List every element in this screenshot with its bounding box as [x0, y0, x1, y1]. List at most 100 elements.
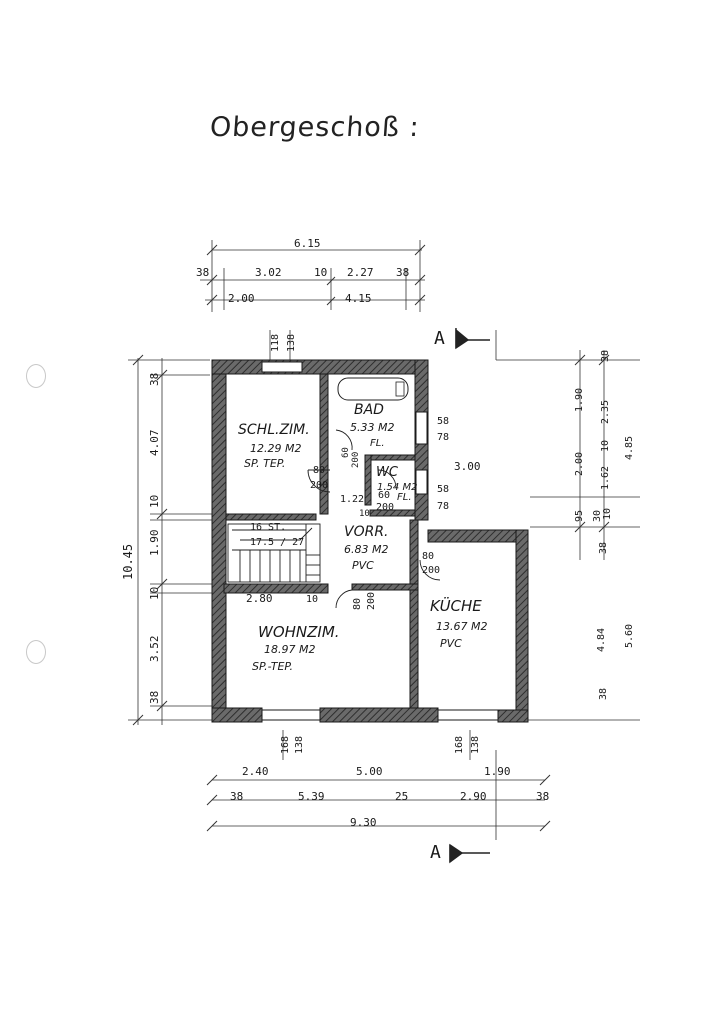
dim-top-a-1: 38: [196, 266, 209, 279]
room-wc: WC 1.54 M2 FL.: [376, 465, 417, 503]
dim-right-6: 2.00: [574, 452, 585, 476]
dim-right-3: 2.35: [600, 400, 611, 424]
dim-left-1: 38: [148, 373, 161, 386]
dim-top-a-4: 2.27: [347, 266, 374, 279]
windows: [261, 361, 499, 721]
top-dimensions: 6.15 38 3.02 10 2.27 38 2.00 4.15 118 13…: [196, 237, 409, 352]
dim-bottom-b-1: 38: [230, 790, 243, 803]
dim-wc-window-2: 78: [437, 501, 449, 512]
dim-wohn-wall: 10: [306, 594, 318, 605]
room-floor: PVC: [352, 559, 374, 572]
dim-top-window-1: 118: [270, 334, 281, 352]
doors: [307, 429, 441, 609]
room-area: 18.97 M2: [264, 643, 315, 656]
dim-right-lower-1: 4.84: [596, 628, 607, 652]
room-name: WC: [376, 465, 399, 480]
dim-corr-wall: 10: [359, 509, 370, 519]
dim-top-b-1: 2.00: [228, 292, 255, 305]
stair-steps: 16 ST.: [250, 522, 286, 533]
dim-bottom-window-3: 168: [454, 736, 465, 754]
dim-right-lower-2: 5.60: [624, 624, 635, 648]
dim-door-wohn-1: 80: [352, 598, 363, 610]
dim-left-5: 10: [148, 587, 161, 600]
room-area: 13.67 M2: [436, 620, 487, 633]
stair-label: 16 ST. 17.5 / 27: [250, 522, 304, 548]
dim-top-total: 6.15: [294, 237, 321, 250]
room-floor: FL.: [370, 438, 385, 449]
dim-right-8: 95: [574, 510, 585, 522]
dim-right-7: 1.62: [600, 466, 611, 490]
dim-door-schlaf-1: 80: [313, 465, 325, 476]
dim-bottom-a-3: 1.90: [484, 765, 511, 778]
room-bad: BAD 5.33 M2 FL.: [350, 402, 394, 449]
dim-right-9: 30: [592, 510, 603, 522]
room-name: SCHL.ZIM.: [238, 422, 310, 438]
room-kueche: KÜCHE 13.67 M2 PVC: [430, 596, 487, 650]
room-area: 5.33 M2: [350, 421, 394, 434]
room-name: BAD: [354, 402, 384, 418]
room-floor: SP.-TEP.: [252, 660, 293, 673]
dimension-ticks: [132, 244, 610, 832]
dim-corr-width: 1.22: [340, 494, 364, 505]
dim-door-bad-2: 200: [351, 452, 361, 468]
dim-right-11: 38: [598, 542, 609, 554]
dim-top-b-2: 4.15: [345, 292, 372, 305]
section-marker-a-bottom: [449, 843, 490, 864]
dim-bottom-window-2: 138: [294, 736, 305, 754]
dim-left-7: 38: [148, 691, 161, 704]
dim-bath-window-1: 58: [437, 416, 449, 427]
dim-bottom-b-5: 38: [536, 790, 549, 803]
dim-top-window-2: 138: [286, 334, 297, 352]
room-vorraum: VORR. 6.83 M2 PVC: [344, 524, 389, 572]
section-label-bottom: A: [430, 842, 441, 863]
dim-left-4: 1.90: [148, 530, 161, 557]
dim-door-wc-1: 60: [378, 490, 390, 501]
dim-top-a-5: 38: [396, 266, 409, 279]
interior-dimensions: 58 78 58 78 3.00 80 200 60 200 60 200 80…: [246, 416, 481, 610]
dim-left-6: 3.52: [148, 636, 161, 663]
bathtub-drain: [395, 381, 405, 397]
dim-bottom-b-3: 25: [395, 790, 408, 803]
room-name: VORR.: [344, 524, 389, 540]
dim-bath-window-2: 78: [437, 432, 449, 443]
room-area: 1.54 M2: [377, 482, 417, 493]
dim-bottom-a-1: 2.40: [242, 765, 269, 778]
dim-door-bad-1: 60: [341, 447, 351, 458]
room-name: KÜCHE: [430, 596, 482, 615]
room-floor: PVC: [440, 637, 462, 650]
dim-right-lower-3: 38: [598, 688, 609, 700]
dim-wohn-width: 2.80: [246, 592, 273, 605]
room-wohnzimmer: WOHNZIM. 18.97 M2 SP.-TEP.: [252, 623, 340, 673]
dim-right-10: 10: [602, 508, 613, 520]
dim-right-2: 1.90: [574, 388, 585, 412]
room-floor: SP. TEP.: [244, 457, 285, 470]
dim-door-wohn-2: 200: [366, 592, 377, 610]
dim-top-a-3: 10: [314, 266, 327, 279]
stair-ratio: 17.5 / 27: [250, 537, 304, 548]
punch-hole-bottom: [26, 640, 46, 664]
dim-top-a-2: 3.02: [255, 266, 282, 279]
dim-door-wc-2: 200: [376, 502, 394, 513]
section-label-top: A: [434, 328, 445, 349]
dim-door-vorr-1: 80: [422, 551, 434, 562]
room-schlafzimmer: SCHL.ZIM. 12.29 M2 SP. TEP.: [238, 422, 310, 470]
dim-wc-length: 3.00: [454, 460, 481, 473]
staircase: [227, 523, 321, 583]
dim-door-vorr-2: 200: [422, 565, 440, 576]
dim-left-total: 10.45: [121, 544, 135, 580]
left-dimensions: 10.45 38 4.07 10 1.90 10 3.52 38: [121, 373, 161, 704]
dim-bottom-window-4: 138: [470, 736, 481, 754]
dim-bottom-total: 9.30: [350, 816, 377, 829]
dim-right-4: 4.85: [624, 436, 635, 460]
right-dimensions: 38 1.90 2.35 4.85 10 2.00 1.62 95 30 10 …: [574, 350, 635, 700]
dim-left-3: 10: [148, 495, 161, 508]
dim-bottom-b-2: 5.39: [298, 790, 325, 803]
dim-bottom-b-4: 2.90: [460, 790, 487, 803]
dim-bottom-window-1: 168: [280, 736, 291, 754]
room-floor: FL.: [397, 492, 412, 503]
punch-hole-top: [26, 364, 46, 388]
dim-door-schlaf-2: 200: [310, 480, 328, 491]
room-area: 12.29 M2: [250, 442, 301, 455]
dim-right-5: 10: [600, 440, 611, 452]
